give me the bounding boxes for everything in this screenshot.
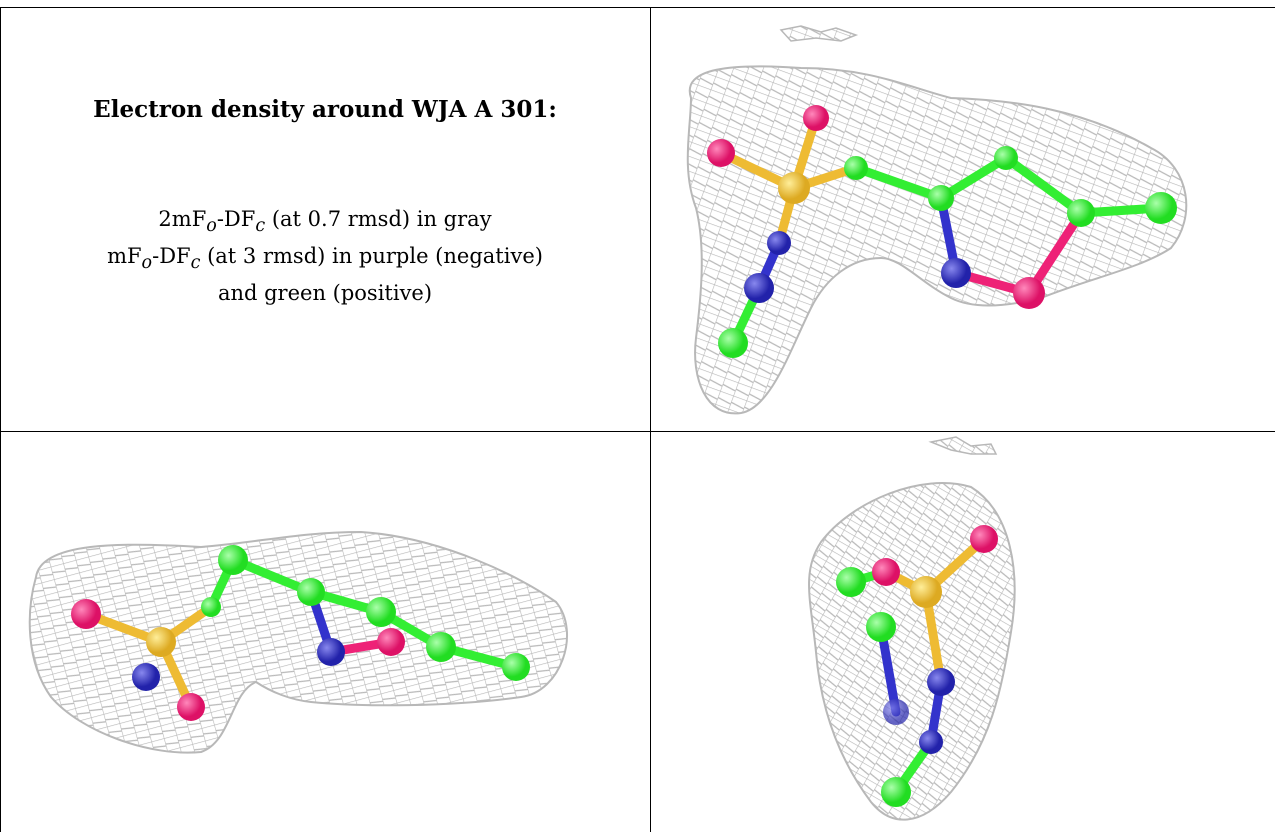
- legend-line-colors: and green (positive): [217, 281, 433, 306]
- grid-border-left: [0, 7, 1, 832]
- legend-line-fofc: mFo-DFc (at 3 rmsd) in purple (negative): [107, 244, 543, 274]
- grid-divider-vertical: [650, 7, 651, 832]
- caption-cell: Electron density around WJA A 301: 2mFo-…: [0, 0, 650, 431]
- caption-heading: Electron density around WJA A 301:: [93, 96, 557, 123]
- density-view-bottom-left: [28, 530, 568, 754]
- legend-line-2fofc: 2mFo-DFc (at 0.7 rmsd) in gray: [158, 207, 492, 237]
- density-view-top-right: [686, 25, 1188, 415]
- caption-legend: 2mFo-DFc (at 0.7 rmsd) in gray mFo-DFc (…: [0, 204, 650, 308]
- grid-divider-horizontal: [0, 431, 1275, 432]
- density-view-bottom-right: [808, 436, 1016, 821]
- grid-border-top: [0, 7, 1275, 8]
